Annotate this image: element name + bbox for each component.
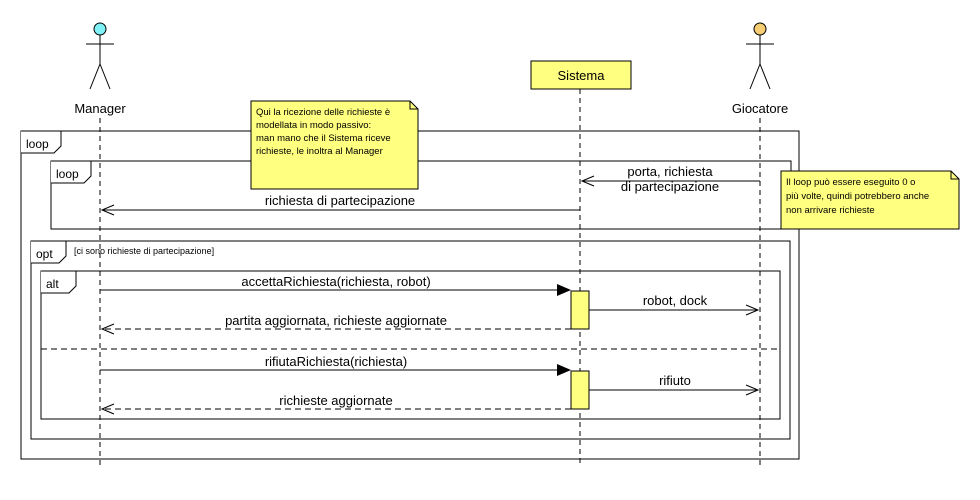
message-richieste-aggiornate-label: richieste aggiornate — [279, 393, 392, 408]
loop-note-line-1: Il loop può essere eseguito 0 o — [786, 177, 915, 188]
message-porta-richiesta-label-1: porta, richiesta — [627, 164, 713, 179]
outer-loop-frame: loop — [20, 130, 800, 460]
passive-note-line-3: man mano che il Sistema riceve — [256, 133, 391, 144]
passive-note: Qui la ricezione delle richieste è model… — [250, 100, 419, 190]
message-richiesta-partecipazione-label: richiesta di partecipazione — [265, 193, 415, 208]
giocatore-actor[interactable]: Giocatore — [732, 22, 788, 116]
message-rifiuta-richiesta: rifiutaRichiesta(richiesta) — [100, 354, 571, 376]
sistema-participant[interactable]: Sistema — [530, 60, 632, 90]
manager-label: Manager — [74, 101, 126, 116]
message-rifiuto-label: rifiuto — [659, 373, 691, 388]
message-partita-aggiornata-label: partita aggiornata, richieste aggiornate — [225, 313, 447, 328]
message-porta-richiesta-label-2: di partecipazione — [621, 179, 719, 194]
message-robot-dock-label: robot, dock — [643, 293, 708, 308]
alt-label: alt — [46, 277, 59, 291]
message-richiesta-partecipazione: richiesta di partecipazione — [102, 193, 580, 210]
passive-note-line-2: modellata in modo passivo: — [256, 120, 371, 131]
message-robot-dock: robot, dock — [589, 293, 758, 310]
manager-actor[interactable]: Manager — [74, 22, 126, 116]
message-accetta-richiesta-label: accettaRichiesta(richiesta, robot) — [241, 274, 430, 289]
message-porta-richiesta: porta, richiesta di partecipazione — [582, 164, 760, 194]
sistema-activation-accetta — [570, 290, 590, 330]
passive-note-line-1: Qui la ricezione delle richieste è — [256, 107, 390, 118]
passive-note-line-4: richieste, le inoltra al Manager — [256, 146, 383, 157]
giocatore-label: Giocatore — [732, 101, 788, 116]
message-richieste-aggiornate: richieste aggiornate — [102, 393, 571, 409]
giocatore-head — [753, 22, 767, 36]
alt-frame: alt — [40, 270, 781, 420]
loop-note-line-3: non arrivare richieste — [786, 205, 875, 216]
message-rifiuto: rifiuto — [589, 373, 758, 390]
sistema-activation-rifiuta — [570, 370, 590, 410]
message-accetta-richiesta: accettaRichiesta(richiesta, robot) — [100, 274, 571, 296]
loop-note-line-2: più volte, quindi potrebbero anche — [786, 191, 929, 202]
message-partita-aggiornata: partita aggiornata, richieste aggiornate — [102, 313, 571, 329]
opt-label: opt — [36, 247, 53, 261]
sistema-label: Sistema — [558, 68, 606, 83]
opt-frame: opt [ci sono richieste di partecipazione… — [30, 240, 791, 440]
message-rifiuta-richiesta-label: rifiutaRichiesta(richiesta) — [265, 354, 407, 369]
outer-loop-label: loop — [26, 137, 49, 151]
opt-guard: [ci sono richieste di partecipazione] — [74, 246, 214, 256]
manager-head — [93, 22, 107, 36]
inner-loop-frame: loop — [50, 160, 792, 230]
inner-loop-label: loop — [56, 167, 79, 181]
loop-note: Il loop può essere eseguito 0 o più volt… — [780, 170, 960, 230]
